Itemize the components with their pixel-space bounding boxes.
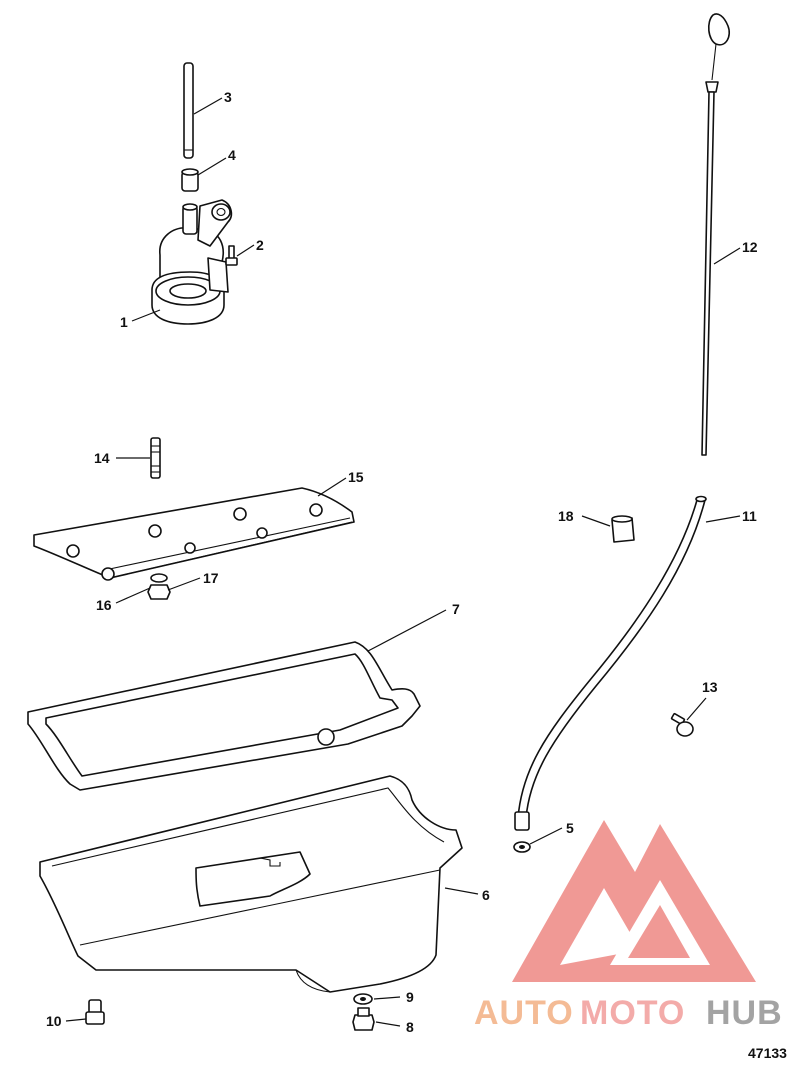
callout-17: 17 <box>203 570 219 586</box>
pump-mounting-bolt <box>225 245 238 266</box>
nut <box>147 584 171 600</box>
oil-pan-gasket <box>27 641 421 791</box>
windage-tray <box>33 487 355 581</box>
watermark-auto: AUTO <box>474 994 574 1032</box>
callout-13: 13 <box>702 679 718 695</box>
callout-11: 11 <box>742 508 757 524</box>
dipstick <box>701 13 731 456</box>
pan-bolt <box>85 999 105 1025</box>
callout-2: 2 <box>256 237 264 253</box>
callout-10: 10 <box>46 1013 62 1029</box>
tube-grommet <box>611 515 635 543</box>
tube-seal <box>513 841 531 853</box>
oil-pan <box>39 775 463 993</box>
watermark-moto: MOTO <box>580 994 685 1032</box>
callout-7: 7 <box>452 601 460 617</box>
oil-pump-drive-shaft <box>183 62 194 159</box>
leader-lines <box>65 97 741 1027</box>
callout-12: 12 <box>742 239 758 255</box>
callout-3: 3 <box>224 89 232 105</box>
tube-clip-screw <box>670 712 694 737</box>
callout-14: 14 <box>94 450 110 466</box>
callout-4: 4 <box>228 147 236 163</box>
oil-pump-assembly <box>151 199 233 325</box>
callout-8: 8 <box>406 1019 414 1035</box>
stud <box>150 437 161 479</box>
dipstick-tube <box>514 495 707 831</box>
callout-6: 6 <box>482 887 490 903</box>
drain-plug <box>352 1007 375 1031</box>
shaft-coupling-sleeve <box>181 168 199 192</box>
drain-plug-gasket <box>353 993 373 1005</box>
figure-number: 47133 <box>748 1045 787 1061</box>
callout-15: 15 <box>348 469 364 485</box>
callout-9: 9 <box>406 989 414 1005</box>
automotohub-watermark: AUTO MOTO HUB <box>474 820 783 1032</box>
callout-18: 18 <box>558 508 574 524</box>
callout-1: 1 <box>120 314 128 330</box>
watermark-hub: HUB <box>706 994 783 1032</box>
washer <box>150 573 168 583</box>
triangle-logo-icon <box>512 820 756 982</box>
callout-16: 16 <box>96 597 112 613</box>
callout-5: 5 <box>566 820 574 836</box>
